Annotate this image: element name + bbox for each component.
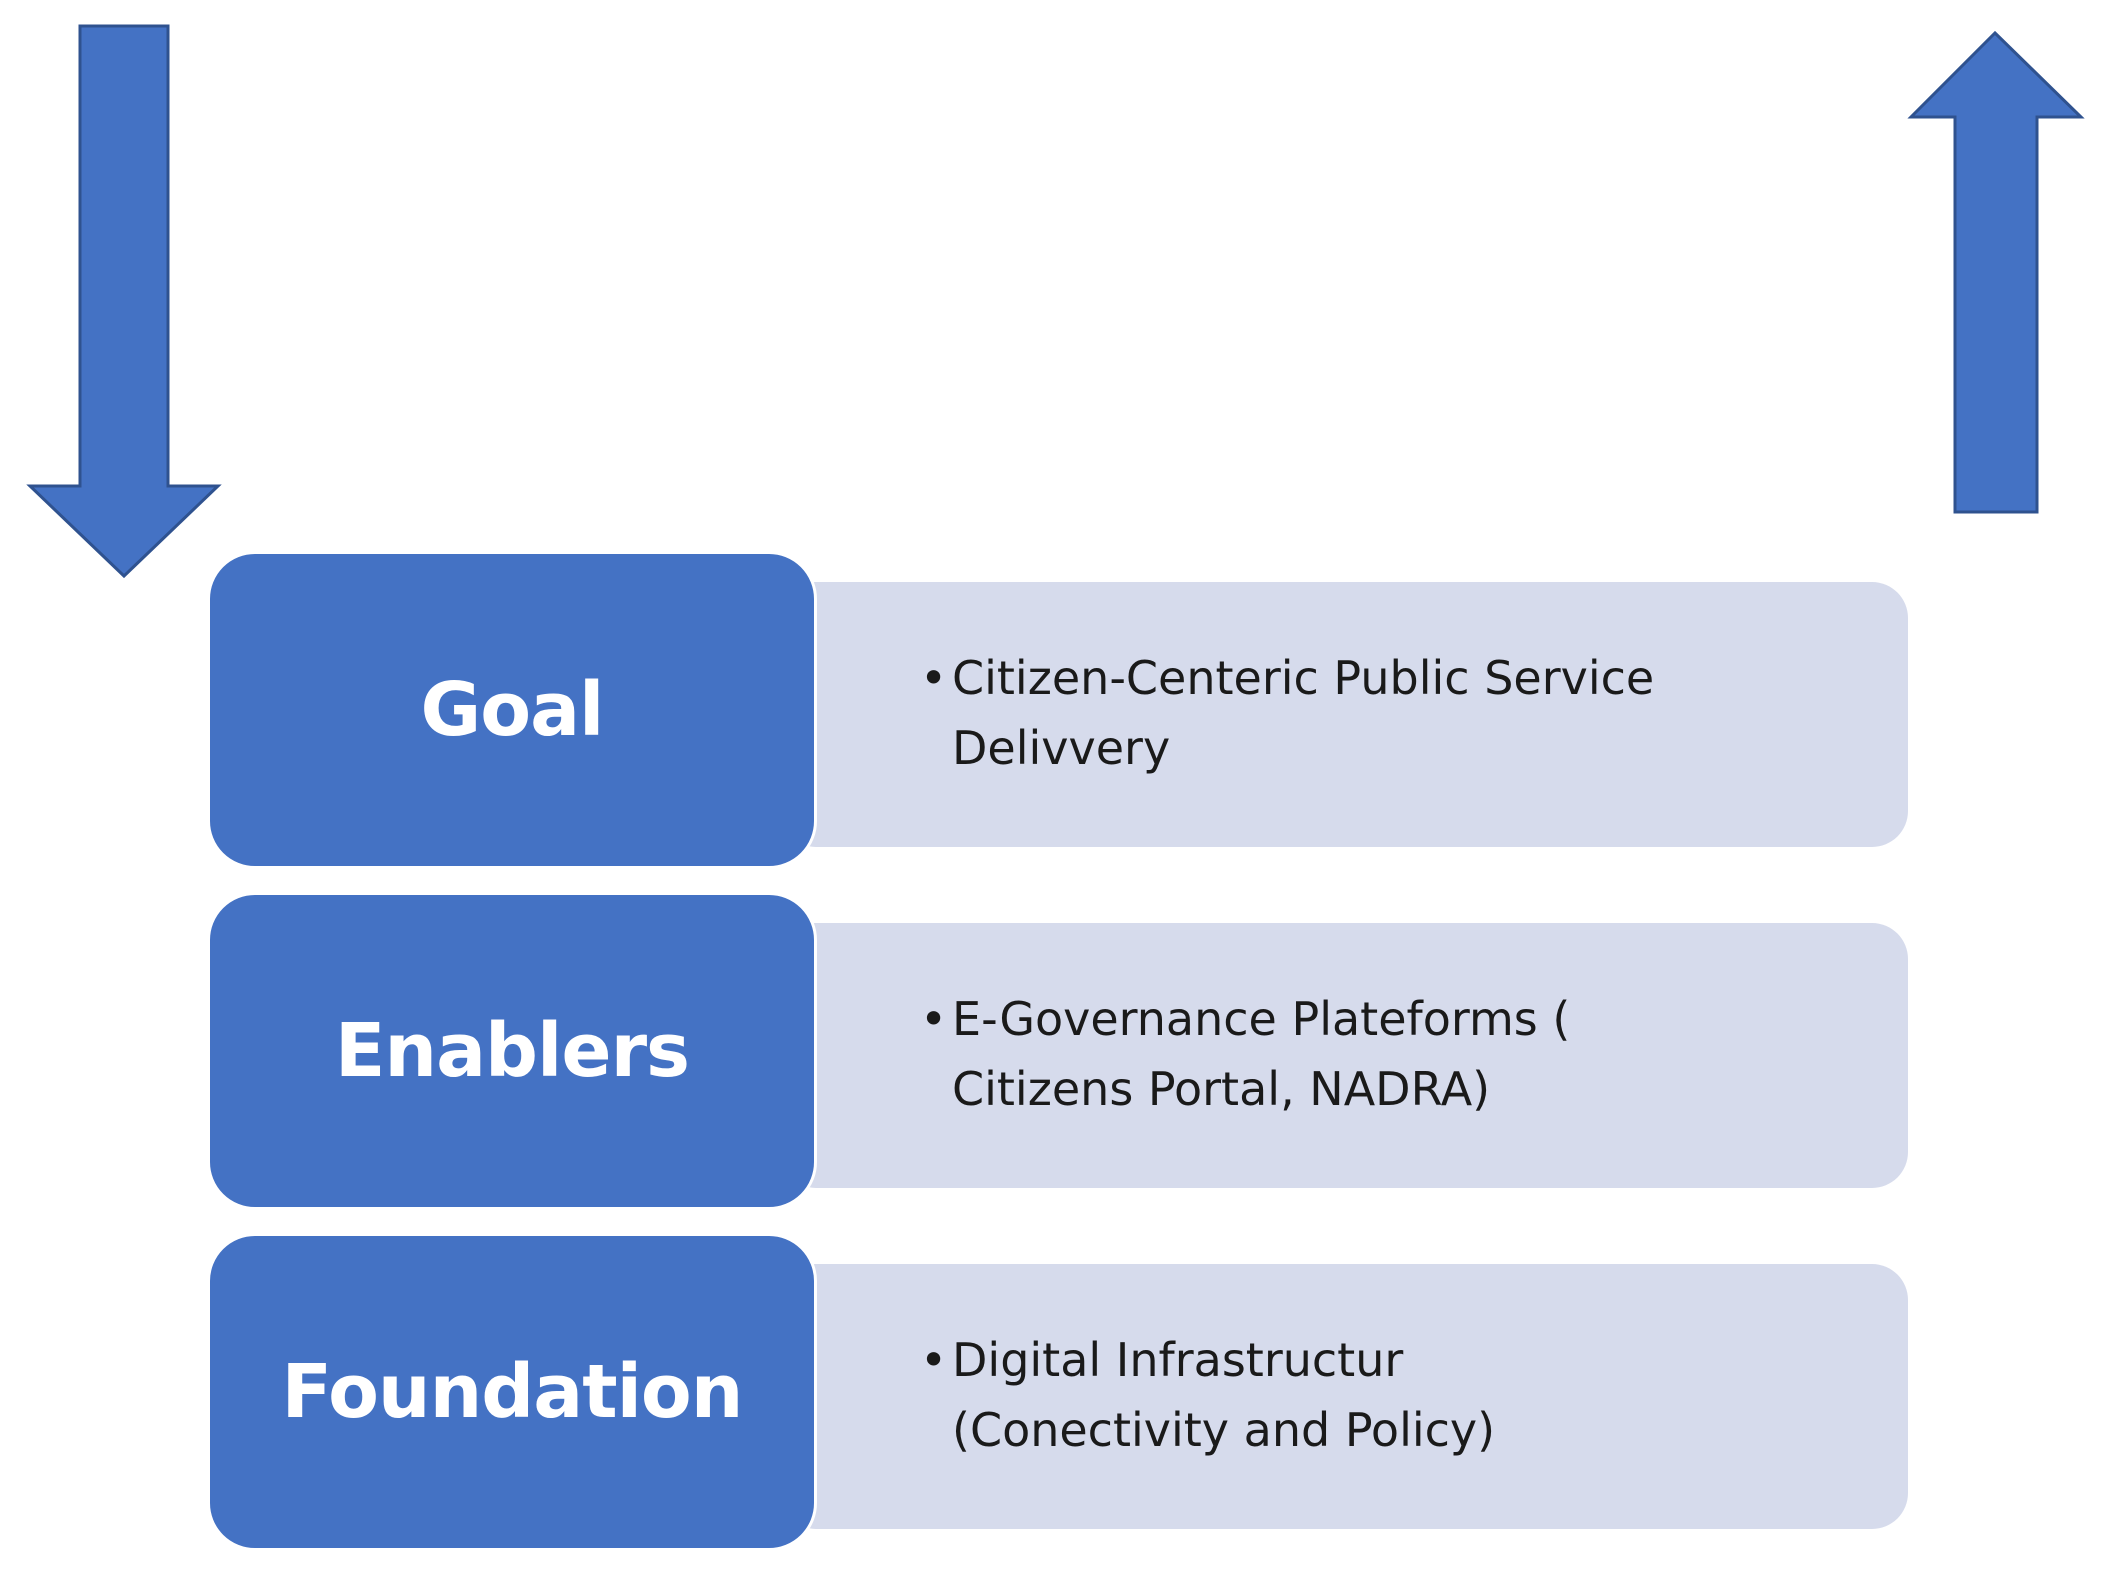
foundation-description: • Digital Infrastructur (Conectivity and…	[920, 1325, 1812, 1465]
foundation-detail-box	[780, 1264, 1908, 1529]
foundation-label-box: Foundation	[207, 1233, 817, 1551]
up-arrow-icon	[1907, 30, 2085, 514]
enablers-label: Enablers	[334, 1008, 690, 1094]
enablers-description-line-1: E-Governance Plateforms (	[952, 992, 1571, 1046]
goal-description-line-2: Delivvery	[952, 721, 1171, 775]
enablers-label-box: Enablers	[207, 892, 817, 1210]
goal-label-box: Goal	[207, 551, 817, 869]
goal-detail-box	[780, 582, 1908, 847]
enablers-description-line-2: Citizens Portal, NADRA)	[952, 1062, 1491, 1116]
foundation-label: Foundation	[281, 1349, 744, 1435]
bullet-icon: •	[920, 992, 948, 1046]
foundation-description-line-1: Digital Infrastructur	[952, 1333, 1404, 1387]
bullet-icon: •	[920, 1333, 948, 1387]
down-arrow-icon	[26, 24, 222, 579]
bullet-icon: •	[920, 651, 948, 705]
foundation-description-line-2: (Conectivity and Policy)	[952, 1403, 1496, 1457]
enablers-detail-box	[780, 923, 1908, 1188]
enablers-description: • E-Governance Plateforms ( Citizens Por…	[920, 984, 1812, 1124]
goal-label: Goal	[420, 667, 605, 753]
goal-description-line-1: Citizen-Centeric Public Service	[952, 651, 1655, 705]
goal-description: • Citizen-Centeric Public Service Delivv…	[920, 643, 1812, 783]
